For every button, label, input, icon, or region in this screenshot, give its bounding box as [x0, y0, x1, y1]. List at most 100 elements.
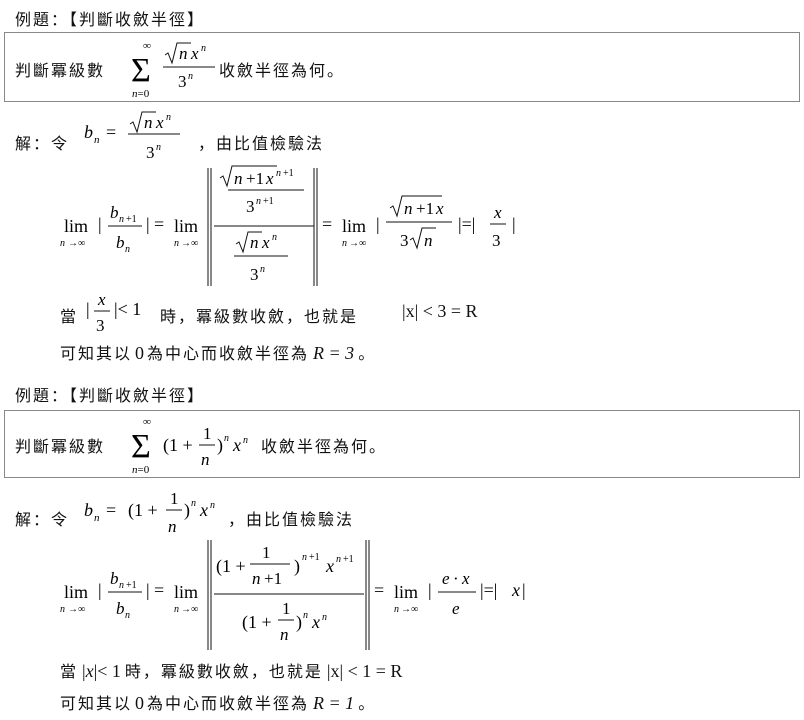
svg-text:→∞: →∞ — [181, 238, 198, 249]
svg-text:|: | — [146, 214, 150, 234]
svg-text:·: · — [453, 569, 459, 588]
svg-text:n: n — [424, 231, 433, 250]
svg-text:|: | — [98, 214, 102, 234]
svg-text:n: n — [125, 610, 130, 621]
svg-text:b: b — [116, 599, 125, 618]
svg-text:x: x — [311, 612, 320, 632]
svg-text:lim: lim — [64, 216, 88, 236]
svg-text:1: 1 — [170, 489, 179, 508]
svg-text:n: n — [188, 71, 193, 82]
svg-text:|: | — [522, 580, 526, 600]
conclusion-prefix: 可知其以 — [60, 694, 133, 713]
svg-text:n: n — [191, 498, 196, 509]
svg-text:+1: +1 — [246, 169, 264, 188]
svg-text:lim: lim — [174, 216, 198, 236]
svg-text:|< 1: |< 1 — [114, 299, 141, 319]
svg-text:b: b — [110, 569, 119, 588]
svg-text:n: n — [168, 517, 177, 536]
svg-text:n: n — [156, 142, 161, 153]
svg-text:): ) — [184, 500, 190, 521]
svg-text:lim: lim — [64, 582, 88, 602]
svg-text:n=0: n=0 — [132, 88, 150, 100]
svg-text:n: n — [302, 552, 307, 563]
svg-text:→∞: →∞ — [68, 604, 85, 615]
svg-text:3: 3 — [400, 231, 409, 250]
svg-text:n: n — [94, 134, 100, 146]
svg-text:=: = — [154, 580, 164, 600]
conclusion-end: 。 — [358, 344, 377, 363]
svg-text:n: n — [125, 244, 130, 255]
svg-text:+1: +1 — [126, 580, 137, 591]
conclusion-prefix: 可知其以 — [60, 344, 133, 363]
svg-text:→∞: →∞ — [181, 604, 198, 615]
svg-text:Σ: Σ — [131, 52, 151, 89]
svg-text:n: n — [201, 43, 206, 54]
svg-text:n: n — [336, 554, 341, 565]
svg-text:): ) — [296, 612, 302, 633]
svg-text:x: x — [190, 44, 199, 63]
svg-text:∞: ∞ — [143, 40, 151, 52]
svg-text:3: 3 — [96, 316, 105, 335]
svg-text:lim: lim — [394, 582, 418, 602]
question-suffix: 收斂半徑為何。 — [261, 437, 388, 456]
svg-text:n: n — [252, 569, 261, 588]
condition-prefix: 當 — [60, 662, 79, 681]
condition-math: |x| < 3 = R — [402, 301, 478, 321]
svg-text:n: n — [119, 580, 124, 591]
svg-text:e: e — [452, 599, 460, 618]
svg-text:x: x — [493, 203, 502, 222]
radius-expression: R = 1 — [313, 693, 355, 713]
svg-text:n: n — [303, 610, 308, 621]
solution-suffix: ，由比值檢驗法 — [228, 510, 355, 529]
svg-text:): ) — [294, 556, 300, 577]
svg-text:n: n — [201, 450, 210, 469]
svg-text:b: b — [116, 233, 125, 252]
svg-text:n: n — [322, 612, 327, 623]
svg-text:n: n — [342, 238, 347, 249]
svg-text:|: | — [376, 214, 380, 234]
svg-text:+1: +1 — [283, 168, 294, 179]
svg-text:∞: ∞ — [143, 416, 151, 428]
question-prefix: 判斷冪級數 — [15, 437, 106, 456]
svg-text:n: n — [250, 233, 259, 252]
condition-mid: 時，冪級數收斂，也就是 — [160, 307, 359, 326]
svg-text:b: b — [110, 203, 119, 222]
example-heading: 例題：【判斷收斂半徑】 — [15, 10, 206, 29]
question-box: 判斷冪級數 ∞ Σ n=0 (1 + 1 n ) n x n 收斂半徑為何。 — [4, 410, 800, 478]
svg-text:|: | — [98, 580, 102, 600]
svg-text:e: e — [442, 569, 450, 588]
svg-text:n: n — [394, 604, 399, 615]
svg-text:(1 +: (1 + — [128, 500, 158, 521]
question-box: 判斷冪級數 ∞ Σ n=0 n x n 3 n 收斂半徑為何。 — [4, 32, 800, 102]
question-prefix: 判斷冪級數 — [15, 61, 106, 80]
svg-text:x: x — [232, 435, 241, 455]
example-heading: 例題：【判斷收斂半徑】 — [15, 386, 206, 405]
svg-text:→∞: →∞ — [349, 238, 366, 249]
svg-text:(1 +: (1 + — [163, 435, 193, 456]
svg-text:→∞: →∞ — [68, 238, 85, 249]
svg-text:3: 3 — [246, 197, 255, 216]
svg-text:+1: +1 — [309, 552, 320, 563]
svg-text:n: n — [119, 214, 124, 225]
condition-math: |x| < 1 = R — [326, 661, 403, 681]
svg-text:n: n — [174, 238, 179, 249]
svg-text:3: 3 — [250, 265, 259, 284]
svg-text:n: n — [174, 604, 179, 615]
svg-text:|: | — [146, 580, 150, 600]
svg-text:(1 +: (1 + — [216, 556, 246, 577]
svg-text:→∞: →∞ — [401, 604, 418, 615]
svg-text:x: x — [325, 556, 334, 576]
conclusion-center: 0 — [135, 693, 145, 713]
series-formula: ∞ Σ n=0 n x n 3 n — [131, 40, 215, 100]
condition-fraction: | x 3 |< 1 — [86, 290, 141, 335]
svg-text:n: n — [276, 168, 281, 179]
svg-text:n: n — [144, 113, 153, 132]
svg-text:b: b — [84, 122, 93, 142]
svg-text:n: n — [260, 264, 265, 275]
svg-text:1: 1 — [262, 543, 271, 562]
svg-text:n: n — [272, 232, 277, 243]
svg-text:x: x — [265, 169, 274, 188]
conclusion-end: 。 — [358, 694, 377, 713]
svg-text:x: x — [461, 569, 470, 588]
